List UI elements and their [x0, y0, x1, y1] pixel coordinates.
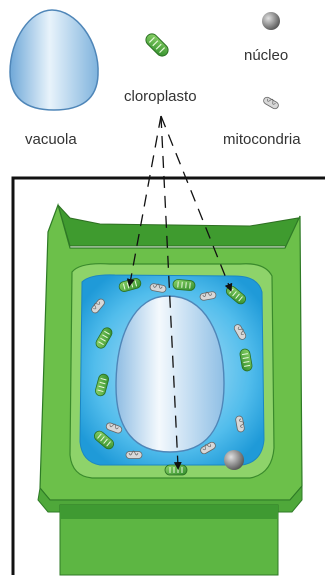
vacuole-legend-icon	[10, 10, 98, 110]
nucleus-legend-icon	[262, 12, 280, 30]
vacuole-label: vacuola	[25, 131, 77, 148]
plant-cell	[38, 205, 302, 575]
mitochondria-legend-icon	[262, 96, 280, 110]
chloroplast-label: cloroplasto	[124, 88, 197, 105]
legend-chloroplast: cloroplasto	[124, 31, 197, 105]
cell-wall-back	[58, 205, 300, 246]
legend-vacuole: vacuola	[10, 10, 98, 148]
chloroplast	[165, 465, 187, 475]
nucleus-label: núcleo	[244, 47, 288, 64]
cell-wall-section-shade	[60, 505, 278, 519]
chloroplast	[173, 279, 196, 291]
chloroplast-legend-icon	[143, 31, 170, 58]
legend-mitochondria: mitocondria	[223, 96, 301, 148]
central-vacuole	[116, 296, 224, 452]
mitochondria-label: mitocondria	[223, 131, 301, 148]
nucleus	[224, 450, 244, 470]
mitochondrion	[126, 451, 142, 459]
legend-nucleus: núcleo	[244, 12, 288, 64]
